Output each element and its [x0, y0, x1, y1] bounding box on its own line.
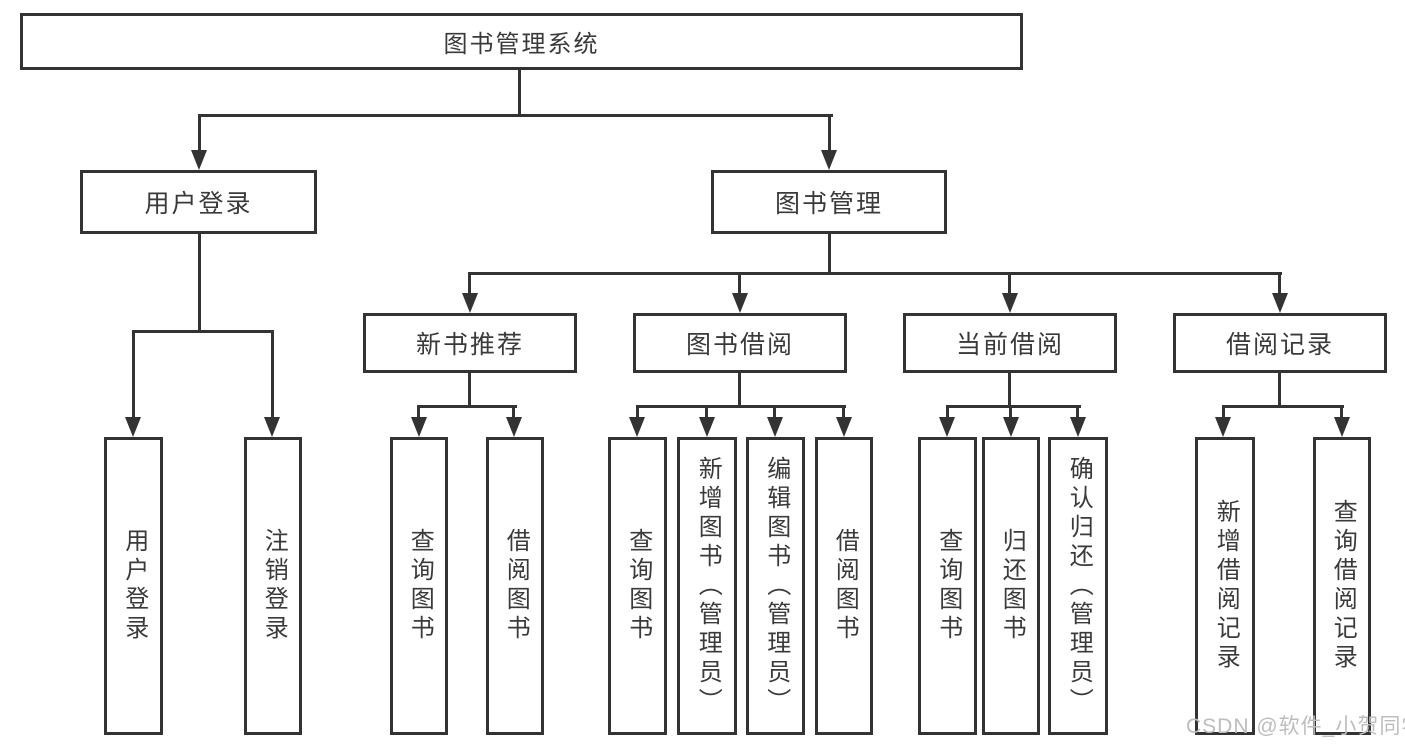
- leaf-user-login: 用户登录: [104, 437, 163, 735]
- connector-line: [518, 70, 521, 117]
- node-label: 当前借阅: [955, 331, 1064, 359]
- node-current-borrowing: 当前借阅: [903, 313, 1117, 373]
- node-label: 用户登录: [120, 528, 148, 644]
- node-new-book-recommend: 新书推荐: [363, 313, 577, 373]
- node-label: 查询图书: [624, 528, 652, 644]
- connector-line: [1222, 405, 1225, 419]
- watermark: CSDN @软件_小贺同学: [1186, 715, 1405, 738]
- node-label: 借阅图书: [502, 528, 530, 644]
- leaf-query-books-recommend: 查询图书: [390, 437, 448, 735]
- node-label: 图书管理: [774, 190, 883, 218]
- connector-line: [1340, 405, 1343, 419]
- connector-arrowhead: [506, 417, 522, 437]
- node-book-borrowing: 图书借阅: [633, 313, 847, 373]
- connector-line: [636, 405, 639, 419]
- connector-line: [1076, 405, 1079, 419]
- connector-line: [468, 373, 471, 408]
- node-label: 查询图书: [406, 528, 434, 644]
- node-label: 确认归还（管理员）: [1065, 455, 1093, 717]
- connector-arrowhead: [629, 417, 645, 437]
- connector-line: [198, 114, 833, 117]
- node-borrow-records: 借阅记录: [1173, 313, 1387, 373]
- connector-line: [512, 405, 515, 419]
- node-user-login: 用户登录: [80, 170, 317, 234]
- leaf-confirm-return-admin: 确认归还（管理员）: [1048, 437, 1108, 735]
- connector-arrowhead: [1272, 293, 1288, 313]
- connector-arrowhead: [125, 417, 141, 437]
- node-label: 查询图书: [934, 528, 962, 644]
- node-label: 查询借阅记录: [1329, 499, 1357, 673]
- node-book-management: 图书管理: [711, 170, 947, 234]
- connector-line: [198, 114, 201, 152]
- connector-line: [636, 405, 846, 408]
- connector-line: [271, 330, 274, 417]
- connector-line: [1009, 405, 1012, 419]
- node-label: 新增图书（管理员）: [694, 455, 722, 717]
- connector-arrowhead: [699, 417, 715, 437]
- connector-arrowhead: [836, 417, 852, 437]
- connector-arrowhead: [1002, 293, 1018, 313]
- leaf-edit-books-admin: 编辑图书（管理员）: [746, 437, 805, 735]
- connector-arrowhead: [1334, 417, 1350, 437]
- leaf-query-books-borrowing: 查询图书: [608, 437, 667, 735]
- node-label: 归还图书: [998, 528, 1026, 644]
- connector-arrowhead: [821, 150, 837, 170]
- leaf-add-books-admin: 新增图书（管理员）: [677, 437, 737, 735]
- connector-arrowhead: [1070, 417, 1086, 437]
- leaf-add-borrow-record: 新增借阅记录: [1195, 437, 1255, 735]
- connector-line: [132, 330, 274, 333]
- connector-line: [773, 405, 776, 419]
- connector-line: [417, 405, 420, 419]
- connector-line: [1278, 373, 1281, 408]
- connector-arrowhead: [264, 417, 280, 437]
- node-label: 用户登录: [144, 190, 253, 218]
- node-label: 新书推荐: [415, 331, 524, 359]
- leaf-logout: 注销登录: [244, 437, 302, 735]
- leaf-query-books-current: 查询图书: [918, 437, 977, 735]
- connector-line: [738, 373, 741, 408]
- connector-line: [705, 405, 708, 419]
- connector-arrowhead: [1215, 417, 1231, 437]
- connector-line: [842, 405, 845, 419]
- leaf-borrow-books: 借阅图书: [815, 437, 873, 735]
- connector-line: [1008, 373, 1011, 408]
- node-root-library-system: 图书管理系统: [20, 13, 1023, 70]
- connector-line: [828, 234, 831, 275]
- connector-line: [468, 272, 1282, 275]
- connector-arrowhead: [462, 293, 478, 313]
- connector-arrowhead: [939, 417, 955, 437]
- node-label: 图书借阅: [685, 331, 794, 359]
- connector-arrowhead: [191, 150, 207, 170]
- node-label: 编辑图书（管理员）: [762, 455, 790, 717]
- connector-arrowhead: [767, 417, 783, 437]
- connector-line: [946, 405, 1081, 408]
- leaf-return-books: 归还图书: [982, 437, 1040, 735]
- connector-line: [738, 272, 741, 295]
- connector-line: [468, 272, 471, 295]
- node-label: 图书管理系统: [443, 31, 600, 58]
- connector-line: [1278, 272, 1281, 295]
- connector-arrowhead: [1003, 417, 1019, 437]
- leaf-query-borrow-record: 查询借阅记录: [1313, 437, 1371, 735]
- leaf-borrow-books-recommend: 借阅图书: [486, 437, 544, 735]
- connector-line: [828, 114, 831, 152]
- connector-line: [198, 234, 201, 333]
- node-label: 注销登录: [260, 528, 288, 644]
- node-label: 借阅图书: [831, 528, 859, 644]
- connector-line: [946, 405, 949, 419]
- connector-arrowhead: [411, 417, 427, 437]
- connector-arrowhead: [732, 293, 748, 313]
- connector-line: [1222, 405, 1344, 408]
- connector-line: [1008, 272, 1011, 295]
- node-label: 借阅记录: [1225, 331, 1334, 359]
- node-label: 新增借阅记录: [1212, 499, 1240, 673]
- connector-line: [132, 330, 135, 417]
- connector-line: [417, 405, 517, 408]
